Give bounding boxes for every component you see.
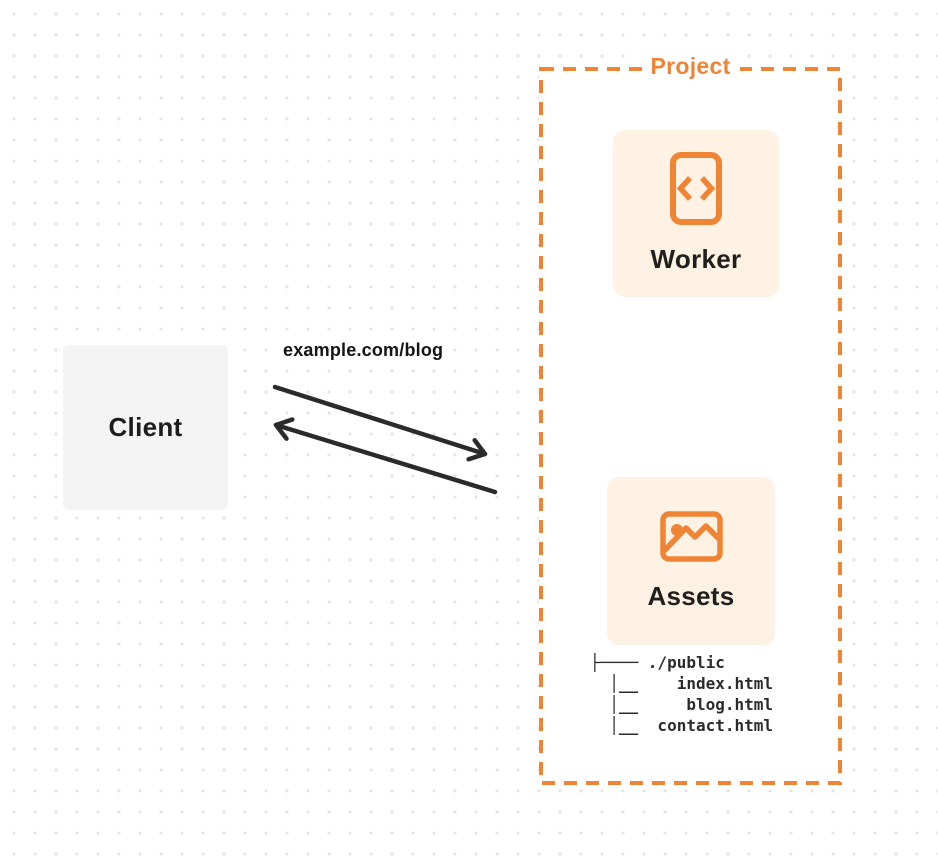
project-container: Project Worker Assets ├──── ./public │__… — [539, 53, 842, 785]
client-box: Client — [63, 345, 228, 510]
image-icon — [659, 510, 723, 562]
assets-label: Assets — [647, 580, 735, 611]
project-title: Project — [641, 53, 740, 80]
assets-file-tree: ├──── ./public │__ index.html │__ blog.h… — [590, 653, 774, 735]
request-arrow — [272, 384, 488, 462]
client-label: Client — [108, 412, 183, 442]
worker-label: Worker — [650, 244, 742, 274]
request-url-label: example.com/blog — [283, 340, 444, 360]
worker-card: Worker — [613, 130, 779, 297]
assets-card: Assets — [607, 477, 775, 645]
code-file-icon — [670, 152, 722, 225]
response-arrow — [273, 417, 498, 495]
